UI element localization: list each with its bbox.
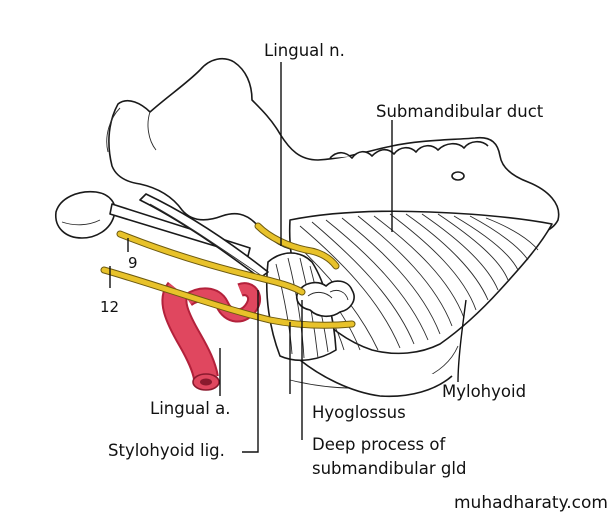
mandible [106,57,560,398]
nerves [100,222,356,329]
leader-lines [109,62,467,453]
mylohyoid-muscle [288,210,553,355]
submandibular-gland-deep-process [295,280,355,318]
label-lingual-artery: Lingual a. [150,399,230,418]
label-deep-process-line2: submandibular gld [312,459,466,478]
lingual-artery [161,281,262,391]
watermark: muhadharaty.com [454,493,608,513]
label-submandibular-duct: Submandibular duct [376,102,544,121]
label-mylohyoid: Mylohyoid [442,382,526,401]
stylohyoid-ligament [139,193,269,279]
label-nerve-9: 9 [128,254,138,272]
label-nerve-12: 12 [100,298,119,316]
label-deep-process-line1: Deep process of [312,435,446,454]
labels: Lingual n. Submandibular duct 9 12 Myloh… [100,41,608,513]
label-lingual-nerve: Lingual n. [264,41,345,60]
label-stylohyoid-ligament: Stylohyoid lig. [108,441,225,460]
label-hyoglossus: Hyoglossus [312,403,406,422]
